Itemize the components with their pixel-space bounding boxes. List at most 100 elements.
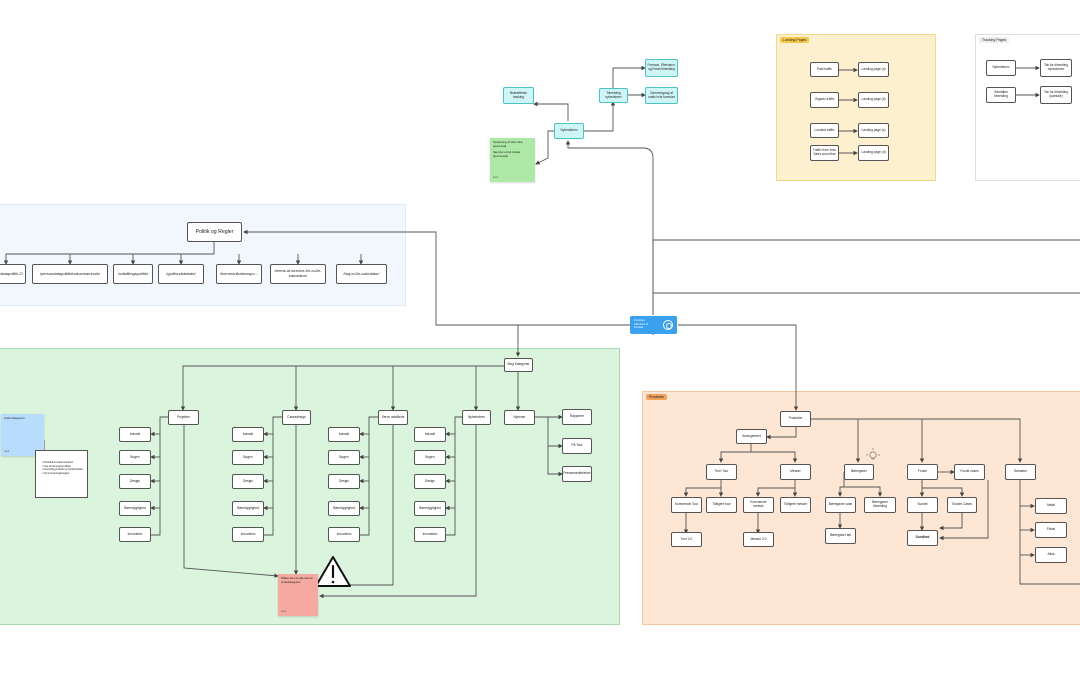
tracking-samtalen[interactable]: Samtalen tilmelding [986,87,1016,103]
arrangement-node[interactable]: Arrangement [736,429,767,444]
tracking-tak-samtale[interactable]: Tak for tilmelding (samtale) [1040,86,1072,104]
sub-innovation-4[interactable]: Innovation [414,527,446,542]
atlas-node[interactable]: Atlas [1035,547,1067,563]
nyheder-rapporter[interactable]: Rapporter [562,409,592,425]
sub-industri-2[interactable]: Industri [232,427,264,442]
blog-category-projekter[interactable]: Projekter [168,410,199,425]
red-sticky-text: Måske kan du alle interne underkategorie… [281,576,313,584]
blog-category-nyhedsbrev[interactable]: Nyhedsbrev [462,410,491,425]
nyheder-pressemeddelelser[interactable]: Pressemeddelelser [562,466,592,482]
kommende-messer-node[interactable]: Kommende messer [743,497,774,513]
tour-2-node[interactable]: Tour 2.0 [671,532,702,547]
hub-line3: Forside [634,325,644,330]
tech-tour-node[interactable]: Tech Tour [706,464,737,480]
sundhed-node[interactable]: Sundhed [907,530,938,546]
landing-page-a[interactable]: Landing page (a) [858,62,889,77]
blue-sticky-author: Jens [4,449,10,453]
hub-line2: Alle links til [634,321,648,326]
globe-icon [663,320,673,330]
green-sticky-note[interactable]: Opsætning af sider skal gennemgå Sker de… [490,138,535,182]
tracking-nyhedsbrev[interactable]: Nyhedsbrev [986,60,1016,76]
baeregaver-node[interactable]: Bæregaver [844,464,874,480]
tidligere-tour-node[interactable]: Tidligere tour [706,497,737,513]
sub-baeredygtighed-3[interactable]: Bæredygtighed [328,501,360,516]
nyhedsbrev-node[interactable]: Nyhedsbrev [554,123,584,139]
checklist-card: • Produktinnovationsenhed • Nye forretni… [35,450,88,498]
kommende-tour-node[interactable]: Kommende Tour [671,497,702,513]
nyheder-paa-tour[interactable]: På Tour [562,438,592,454]
gennemgang-mails-node[interactable]: Gennemgang af mails hvis formular [645,87,678,104]
sub-design-3[interactable]: Design [328,474,360,489]
sub-industri-1[interactable]: Industri [119,427,151,442]
blog-category-nyheder[interactable]: Nyheder [504,410,535,425]
landing-pages-region: Landing Pages [776,34,936,181]
sub-innovation-2[interactable]: Innovation [232,527,264,542]
politik-item-godfondsbetale[interactable]: /godfondsbetale/ [158,264,204,284]
sub-design-4[interactable]: Design [414,474,446,489]
metal-node[interactable]: Metal [1035,498,1067,514]
politik-item-terms-of-service[interactable]: /terms-of-service-for-co2e-calculator/ [270,264,326,284]
baeregaver-case-node[interactable]: Bæregaver case [825,497,856,513]
baeregaver-tilmelding-node[interactable]: Bæregaver tilmelding [864,497,896,513]
tilmelding-nyhedsbrev-node[interactable]: Tilmelding nyhedsbrev [599,88,628,103]
sub-innovation-1[interactable]: Innovation [119,527,151,542]
checklist-item: • Fremtidig produkt og funktionalitet [42,468,83,471]
tidligere-messer-node[interactable]: Tidligere messer [780,497,811,513]
green-sticky-line1: Opsætning af sider skal gennemgå [493,140,523,148]
sub-baeredygtighed-4[interactable]: Bæredygtighed [414,501,446,516]
blue-sticky-note[interactable]: Andre kategorier Jens [1,414,44,456]
sub-design-2[interactable]: Design [232,474,264,489]
sub-industri-3[interactable]: Industri [328,427,360,442]
landing-source-paid[interactable]: Paid traffic [810,62,839,77]
sub-baeredygtighed-1[interactable]: Bæredygtighed [119,501,151,516]
bekraeftelse-tracking-node[interactable]: Bekræftelse tracking [503,87,534,104]
sub-design-1[interactable]: Design [119,474,151,489]
forsiden-hub-node[interactable]: Forsiden Alle links til Forside [630,316,677,334]
fonde-cases-node[interactable]: Fonde cases [954,464,985,480]
sub-innovation-3[interactable]: Innovation [328,527,360,542]
checklist-item: • Produktinnovationsenhed [42,461,73,464]
sub-bogen-3[interactable]: Bogen [328,450,360,465]
landing-source-organic[interactable]: Organic traffic [810,92,839,108]
blog-kategorier-node[interactable]: Blog Kategorier [504,358,533,372]
sundet-node[interactable]: Sundet [907,497,938,513]
produkter-label: Produkter [646,394,668,400]
politik-item-datapolitik[interactable]: /datapolitik-2/ [0,264,26,284]
politik-og-regler-node[interactable]: Politik og Regler [187,222,242,242]
red-sticky-note[interactable]: Måske kan du alle interne underkategorie… [278,574,318,616]
sub-industri-4[interactable]: Industri [414,427,446,442]
landing-page-d[interactable]: Landing page (d) [858,145,889,161]
sub-bogen-2[interactable]: Bogen [232,450,264,465]
blog-category-serve[interactable]: Serve udstillede [378,410,408,425]
landing-source-loudest[interactable]: Loudest traffic [810,123,839,138]
politik-item-udstillingspolitik[interactable]: /udstillingspolitik/ [113,264,153,284]
samarbe-node[interactable]: Samarbe [1005,464,1036,480]
messer-node[interactable]: Messer [780,464,811,480]
sub-baeredygtighed-2[interactable]: Bæredygtighed [232,501,264,516]
green-sticky-line2: Sker der et fejl indsæt hjemmeside [493,150,521,158]
produkter-root[interactable]: Produkter [780,411,811,427]
sundet-cases-node[interactable]: Sundet Cases [947,497,977,513]
lightbulb-icon [866,448,880,460]
checklist-item: • Nyt Forretningsbudget [42,471,70,475]
baeregaver-tail-node[interactable]: Bæregaver tail [825,528,856,544]
politik-item-persondatapolitik[interactable]: /persondatapolitikforduersamhuls/ [32,264,108,284]
fiskal-node[interactable]: Fiskal [1035,522,1067,538]
blue-sticky-text: Andre kategorier [4,416,25,420]
blog-category-casesdesign[interactable]: Casesdesign [282,410,311,425]
tracking-tak-nyhedsbrev[interactable]: Tak for tilmelding nyhedsbrev [1040,59,1072,77]
sub-bogen-1[interactable]: Bogen [119,450,151,465]
politik-item-kommunikation[interactable]: /kommunikationspo... [216,264,262,284]
warning-icon [315,556,351,587]
messer-2-node[interactable]: Messer 2.0 [743,532,774,547]
landing-source-sales[interactable]: Traffic from from Sales and other [810,145,839,161]
fornavn-efternavn-node[interactable]: Fornavn, Efternavn, og Email tilmelding [645,59,678,77]
landing-page-b[interactable]: Landing page (b) [858,92,889,108]
landing-pages-label: Landing Pages [780,37,810,43]
sub-bogen-4[interactable]: Bogen [414,450,446,465]
politik-item-faq[interactable]: /faq-co2e-calculator/ [336,264,387,284]
hub-line1: Forsiden [634,318,645,322]
fonde-node[interactable]: Fonde [907,464,938,480]
landing-page-c[interactable]: Landing page (c) [858,123,889,138]
